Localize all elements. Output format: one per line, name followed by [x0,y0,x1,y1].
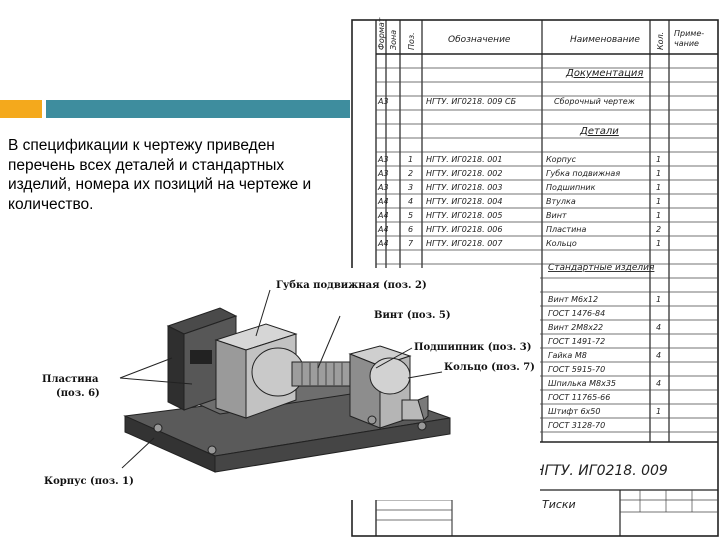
section-standard-items: Стандартные изделия [548,263,655,273]
header-zone: Зона [389,30,398,50]
slide-body-text: В спецификации к чертежу приведен перече… [8,137,312,213]
part-name: Пластина [546,225,587,234]
part-name: Корпус [546,155,577,164]
standard-item-qty: 4 [656,351,661,360]
standard-item-text: ГОСТ 1476-84 [548,309,605,318]
standard-item-text: Гайка М8 [548,351,587,360]
part-qty: 1 [656,169,661,178]
header-pos: Поз. [407,32,416,50]
standard-item-text: ГОСТ 3128-70 [548,421,605,430]
standard-item-text: Винт М6х12 [548,295,598,304]
part-pos: 4 [408,197,413,206]
header-format: Формат [377,17,386,50]
label-ring: Кольцо (поз. 7) [444,362,535,373]
part-format: А3 [377,183,389,192]
part-qty: 1 [656,197,661,206]
part-pos: 1 [408,155,413,164]
standard-item-text: ГОСТ 1491-72 [548,337,605,346]
part-designation: НГТУ. ИГ0218. 007 [426,239,503,248]
doc-designation: НГТУ. ИГ0218. 009 СБ [426,97,517,106]
part-qty: 1 [656,211,661,220]
standard-item-qty: 1 [656,295,661,304]
accent-bar-teal [46,100,350,118]
label-bearing: Подшипник (поз. 3) [414,342,531,353]
part-qty: 1 [656,239,661,248]
title-block-name: Тиски [542,498,576,511]
part-pos: 6 [408,225,413,234]
doc-format: А3 [377,97,389,106]
vise-illustration: Губка подвижная (поз. 2) Винт (поз. 5) П… [30,268,540,500]
label-plate-1: Пластина [42,374,99,385]
header-designation: Обозначение [448,35,511,45]
part-pos: 7 [408,239,414,248]
standard-item-qty: 4 [656,379,661,388]
part-designation: НГТУ. ИГ0218. 005 [426,211,502,220]
part-format: А4 [377,239,389,248]
part-name: Винт [546,211,567,220]
part-name: Кольцо [546,239,577,248]
part-pos: 3 [408,183,413,192]
part-format: А3 [377,169,389,178]
header-note-2: чание [674,39,699,48]
label-screw: Винт (поз. 5) [374,310,451,321]
standard-item-text: ГОСТ 11765-66 [548,393,610,402]
part-designation: НГТУ. ИГ0218. 006 [426,225,502,234]
part-name: Губка подвижная [546,169,620,178]
standard-item-text: Штифт 6х50 [548,407,600,416]
standard-item-text: Шпилька М8х35 [548,379,616,388]
part-pos: 5 [408,211,413,220]
part-qty: 2 [656,225,661,234]
label-jaw: Губка подвижная (поз. 2) [276,280,427,291]
standard-item-qty: 1 [656,407,661,416]
part-format: А4 [377,211,389,220]
part-designation: НГТУ. ИГ0218. 001 [426,155,502,164]
part-qty: 1 [656,155,661,164]
standard-item-text: Винт 2М8х22 [548,323,603,332]
label-body: Корпус (поз. 1) [44,476,134,487]
standard-item-text: ГОСТ 5915-70 [548,365,605,374]
part-designation: НГТУ. ИГ0218. 004 [426,197,502,206]
part-format: А3 [377,155,389,164]
header-name: Наименование [570,35,640,45]
part-designation: НГТУ. ИГ0218. 003 [426,183,502,192]
part-name: Подшипник [546,183,596,192]
section-parts: Детали [579,126,619,137]
part-format: А4 [377,225,389,234]
part-name: Втулка [546,197,576,206]
section-documentation: Документация [565,68,643,79]
doc-name: Сборочный чертеж [554,97,636,106]
part-format: А4 [377,197,389,206]
accent-bar-orange [0,100,42,118]
part-pos: 2 [408,169,413,178]
standard-item-qty: 4 [656,323,661,332]
title-block-code: НГТУ. ИГ0218. 009 [534,463,668,479]
header-qty: Кол. [656,32,665,50]
part-designation: НГТУ. ИГ0218. 002 [426,169,502,178]
vise-drawing: Губка подвижная (поз. 2) Винт (поз. 5) П… [30,268,540,500]
part-qty: 1 [656,183,661,192]
header-note-1: Приме- [674,29,704,38]
label-plate-2: (поз. 6) [56,388,100,399]
